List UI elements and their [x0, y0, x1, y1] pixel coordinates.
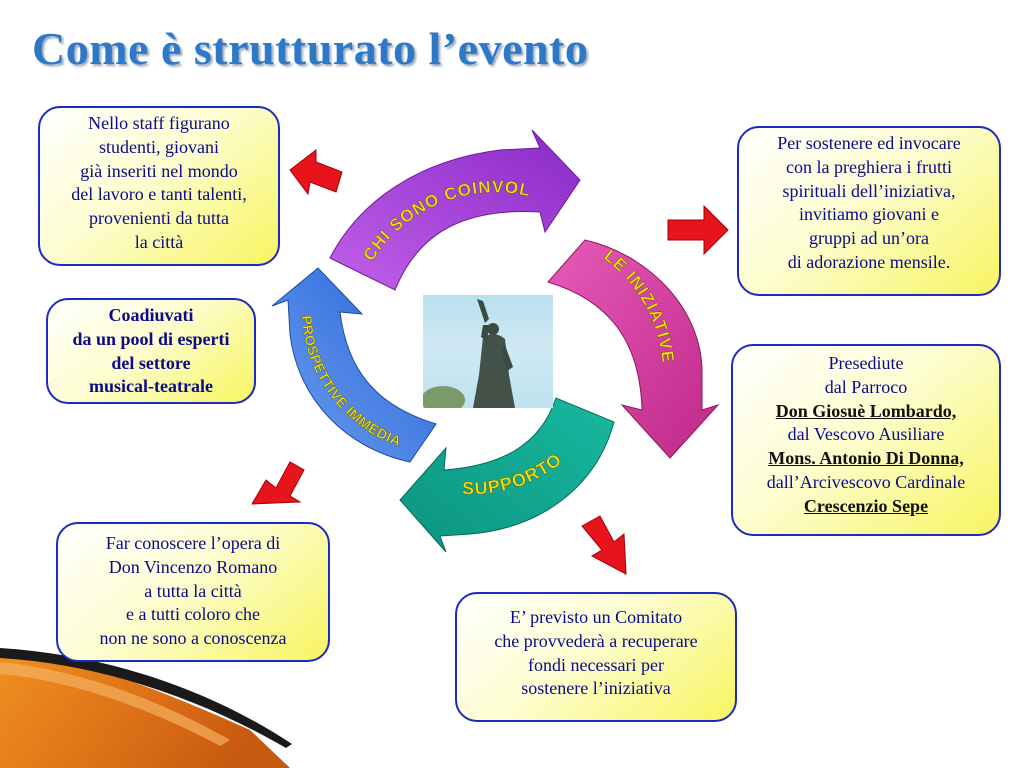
segment-right-arrow — [547, 239, 720, 459]
promote-line: e a tutti coloro che — [126, 604, 260, 625]
committee-box: E’ previsto un Comitato che provvederà a… — [455, 592, 737, 722]
staff-line: del lavoro e tanti talenti, — [71, 184, 247, 205]
prayer-line: gruppi ad un’ora — [809, 228, 929, 248]
experts-line: del settore — [111, 352, 191, 373]
experts-line: da un pool di esperti — [72, 328, 230, 349]
experts-box: Coadiuvati da un pool di esperti del set… — [46, 298, 256, 404]
presided-line: dal Parroco — [824, 376, 908, 397]
committee-line: sostenere l’iniziativa — [521, 678, 671, 699]
arrow-to-staff — [289, 148, 343, 196]
page-title: Come è strutturato l’evento — [32, 23, 589, 74]
experts-line: musical-teatrale — [89, 376, 213, 397]
arrow-to-committee — [581, 515, 627, 575]
presided-line: dall’Arcivescovo Cardinale — [766, 471, 966, 492]
committee-line: fondi necessari per — [528, 654, 664, 675]
staff-line: studenti, giovani — [99, 136, 219, 157]
prayer-line: con la preghiera i frutti — [786, 156, 952, 177]
presided-line: Presediute — [828, 353, 904, 373]
committee-line: E’ previsto un Comitato — [509, 607, 683, 627]
promote-line: a tutta la città — [144, 580, 242, 601]
prayer-box: Per sostenere ed invocare con la preghie… — [737, 126, 1001, 296]
segment-top-arrow — [329, 129, 581, 291]
prayer-line: invitiamo giovani e — [799, 204, 939, 225]
prayer-line: di adorazione mensile. — [787, 251, 951, 272]
promote-line: non ne sono a conoscenza — [99, 628, 287, 648]
arrow-to-promote — [251, 461, 305, 505]
staff-line: già inseriti nel mondo — [80, 160, 238, 181]
prayer-line: Per sostenere ed invocare — [777, 133, 961, 153]
promote-line: Don Vincenzo Romano — [108, 556, 278, 577]
staff-box: Nello staff figurano studenti, giovani g… — [38, 106, 280, 266]
promote-box: Far conoscere l’opera di Don Vincenzo Ro… — [56, 522, 330, 662]
committee-line: che provvederà a recuperare — [494, 630, 698, 651]
experts-line: Coadiuvati — [108, 305, 194, 325]
staff-line: provenienti da tutta — [89, 208, 229, 228]
parroco-name: Don Giosuè Lombardo, — [775, 400, 957, 421]
presided-box: Presediute dal Parroco Don Giosuè Lombar… — [731, 344, 1001, 536]
statue-photo — [423, 295, 553, 408]
presided-line: dal Vescovo Ausiliare — [787, 424, 945, 445]
prayer-line: spirituali dell’iniziativa, — [782, 180, 956, 201]
vescovo-name: Mons. Antonio Di Donna, — [768, 448, 964, 468]
segment-left-arrow — [271, 267, 437, 463]
statue-icon — [423, 299, 515, 408]
segment-bottom-arrow — [399, 397, 615, 553]
cardinale-name: Crescenzio Sepe — [803, 495, 929, 516]
staff-line: la città — [134, 231, 184, 252]
promote-line: Far conoscere l’opera di — [105, 533, 281, 553]
staff-line: Nello staff figurano — [88, 113, 230, 133]
arrow-to-prayer — [667, 204, 729, 256]
